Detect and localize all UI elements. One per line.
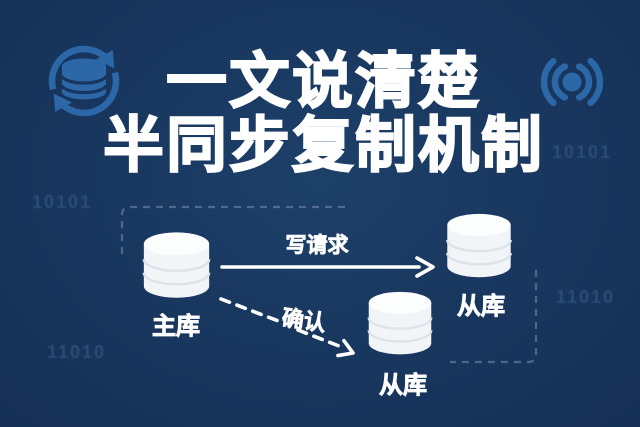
replica-db-top-cylinder <box>446 213 512 278</box>
ack-arrow <box>219 297 355 358</box>
replica-db-bottom-cylinder <box>367 291 433 355</box>
title-line-1: 一文说清楚 <box>165 48 482 115</box>
database-sync-icon <box>48 45 120 117</box>
ack-label: 确认 <box>280 305 328 337</box>
wireless-signal-icon <box>540 57 604 107</box>
page-title: 一文说清楚 半同步复制机制 <box>0 48 640 179</box>
primary-db-label: 主库 <box>152 313 201 341</box>
binary-watermark: 11010 <box>47 342 107 362</box>
dashed-frame-bottom-right <box>450 270 538 364</box>
write-request-arrow <box>220 256 435 278</box>
title-line-2: 半同步复制机制 <box>102 112 545 179</box>
dashed-frame-top-left <box>120 205 345 258</box>
replica-db-bottom-label: 从库 <box>379 372 428 400</box>
primary-db-cylinder <box>142 232 211 298</box>
binary-watermark: 11010 <box>556 287 616 307</box>
binary-watermark: 10101 <box>32 192 93 212</box>
replica-db-top-label: 从库 <box>457 293 506 321</box>
write-request-label: 写请求 <box>285 234 349 258</box>
binary-watermark: 10101 <box>552 142 613 162</box>
